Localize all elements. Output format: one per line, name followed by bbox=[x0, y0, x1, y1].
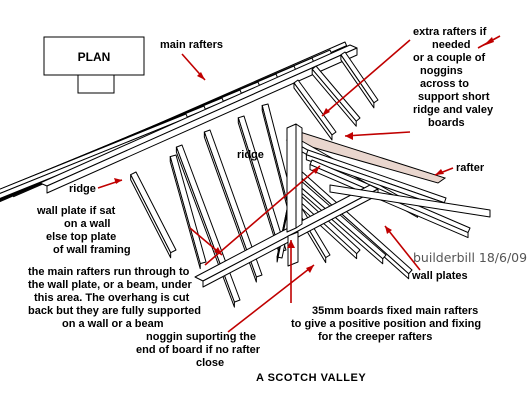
leader-arrows bbox=[97, 35, 501, 333]
labels: main rafters extra rafters if needed or … bbox=[28, 26, 527, 384]
arrow-extra-rafters bbox=[321, 39, 411, 117]
valley-post bbox=[286, 123, 303, 267]
arrow-extra-rafters-bottom bbox=[344, 131, 411, 137]
label-main-rafters-run: the main rafters run through to the wall… bbox=[28, 266, 204, 330]
label-noggin: noggin suporting the end of board if no … bbox=[136, 331, 263, 369]
wall-plates bbox=[194, 184, 491, 288]
near-rafter-6 bbox=[130, 171, 177, 254]
main-ridge bbox=[39, 44, 358, 194]
label-wall-plate: wall plate if sat on a wall else top pla… bbox=[36, 205, 131, 256]
label-main-rafters: main rafters bbox=[160, 39, 223, 51]
upper-rafter-2-side bbox=[340, 54, 375, 109]
label-ridge-center: ridge bbox=[237, 149, 264, 161]
arrow-noggin bbox=[227, 264, 315, 333]
label-ridge-left: ridge bbox=[69, 183, 96, 195]
diagram-title: A SCOTCH VALLEY bbox=[256, 372, 366, 384]
upper-rafter-1-side bbox=[311, 68, 357, 127]
plan-inset: PLAN bbox=[43, 36, 145, 94]
label-boards: 35mm boards fixed main rafters to give a… bbox=[291, 305, 484, 343]
label-extra-rafters: extra rafters if needed or a couple of n… bbox=[413, 26, 496, 129]
credit: builderbill 18/6/09 bbox=[413, 250, 527, 265]
near-rafter-2-side bbox=[203, 131, 257, 283]
label-rafter: rafter bbox=[456, 162, 485, 174]
upper-rafter-3-side bbox=[293, 82, 333, 141]
arrow-wall-plates bbox=[384, 225, 421, 271]
near-rafter-6-side bbox=[130, 174, 172, 259]
label-wall-plates: wall plates bbox=[411, 270, 468, 282]
plan-label: PLAN bbox=[78, 50, 111, 64]
arrow-main-rafters-run bbox=[204, 165, 321, 266]
